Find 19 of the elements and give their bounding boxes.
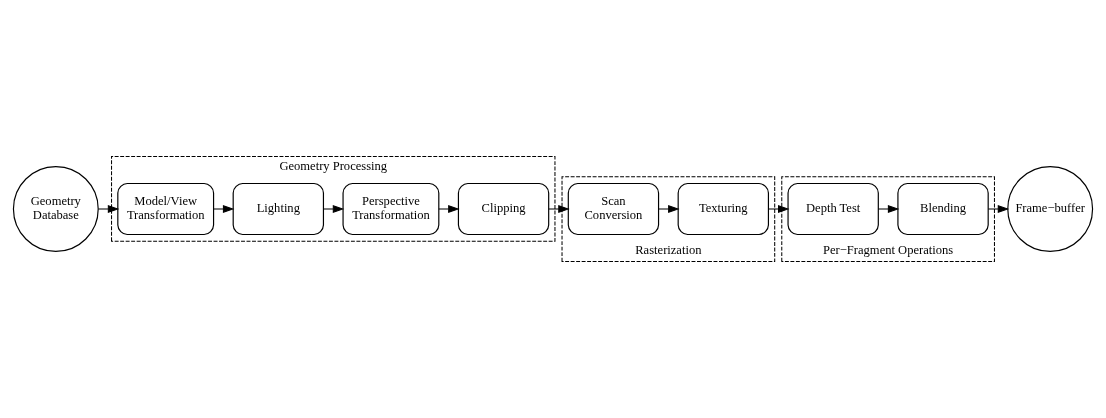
arrow xyxy=(877,205,900,213)
node-box: Lighting xyxy=(232,182,325,236)
arrow xyxy=(658,205,680,213)
node-box: Scan Conversion xyxy=(567,182,660,236)
arrow xyxy=(987,205,1010,213)
arrow xyxy=(213,205,235,213)
node-box: Texturing xyxy=(677,182,769,236)
arrow xyxy=(438,205,460,213)
arrow xyxy=(323,205,345,213)
node-box: Clipping xyxy=(457,182,550,236)
node-box: Perspective Transformation xyxy=(342,182,440,236)
node-box: Blending xyxy=(897,182,989,236)
arrow xyxy=(97,205,120,213)
node-box: Model/View Transformation xyxy=(117,182,215,236)
arrow xyxy=(767,205,790,213)
node-circle: Frame−buffer xyxy=(1007,166,1094,252)
node-circle: Geometry Database xyxy=(12,166,99,252)
node-box: Depth Test xyxy=(787,182,879,236)
arrow xyxy=(548,205,570,213)
